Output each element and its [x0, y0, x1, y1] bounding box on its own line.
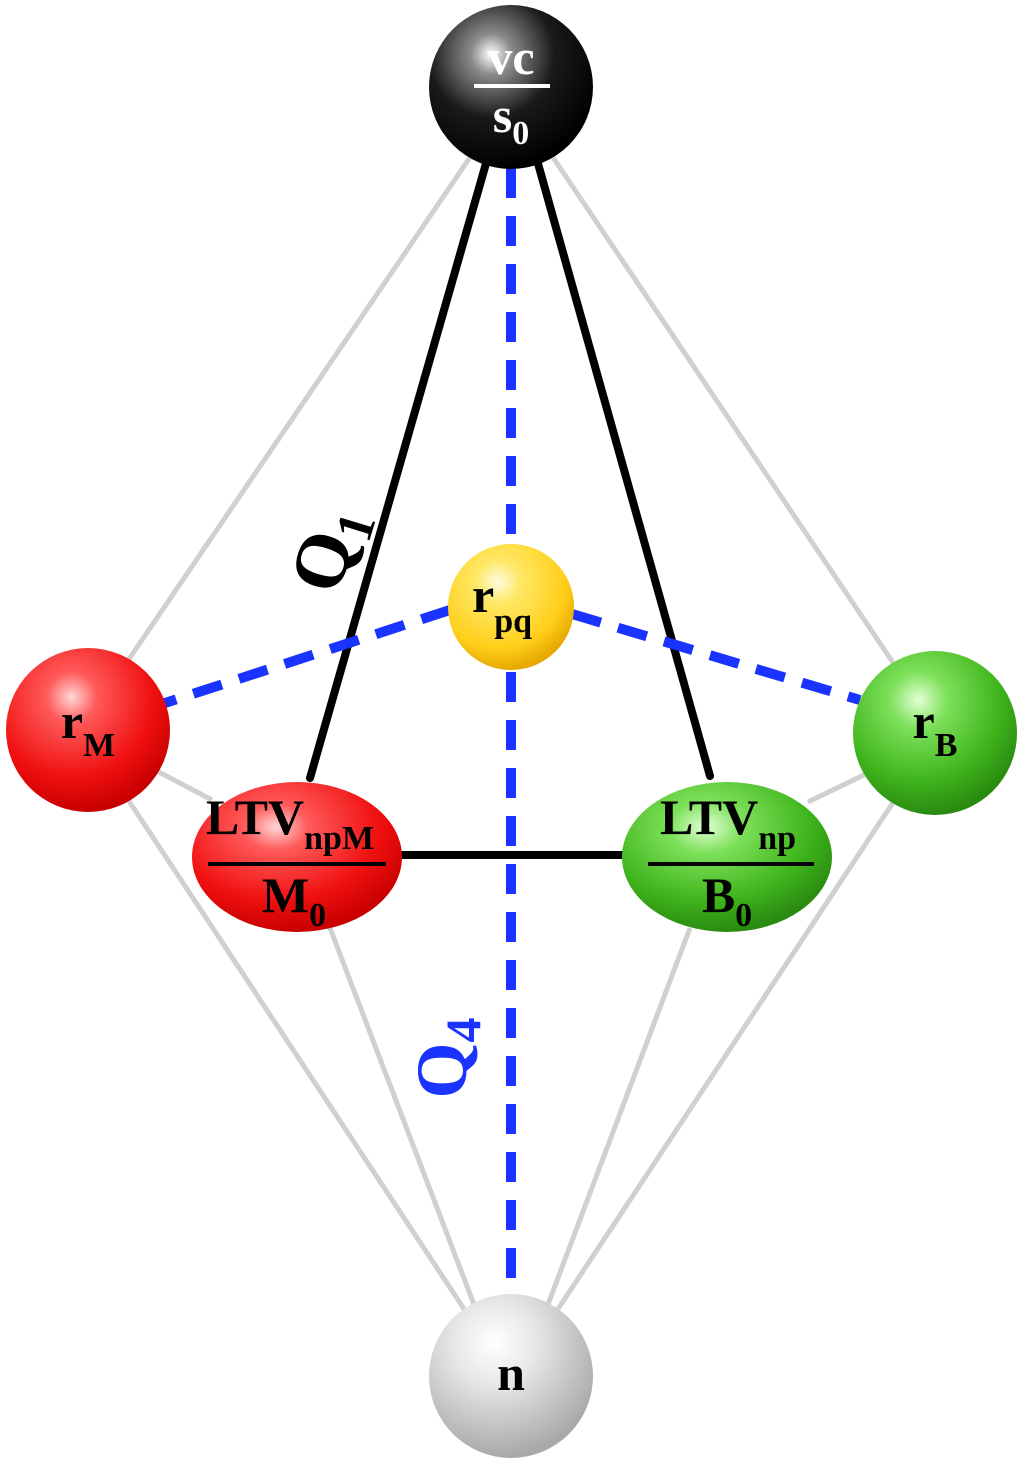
edge-q1-top-to-ltv-left — [306, 156, 491, 782]
edge-rpq-to-rm — [163, 605, 452, 708]
right-ball-main: r — [913, 693, 935, 749]
node-center-rpq: rpq — [448, 544, 574, 670]
left-ball-main: r — [61, 693, 83, 749]
center-main: r — [472, 567, 494, 623]
node-right-rb: rB — [853, 651, 1017, 815]
top-denominator-sub: 0 — [512, 115, 529, 152]
black-edges — [306, 156, 714, 859]
top-denominator-main: s — [493, 87, 512, 143]
right-ball-label: rB — [913, 693, 958, 764]
center-sub: pq — [494, 603, 532, 640]
edge-rpq-to-rb — [570, 609, 862, 705]
edge-label-q4: Q4 — [402, 1017, 491, 1098]
center-label: rpq — [472, 567, 532, 640]
edge-rm-to-bottom — [122, 793, 473, 1320]
top-numerator: vc — [487, 29, 534, 85]
edge-rb-to-ltv-right — [806, 769, 872, 805]
center-ball — [448, 544, 574, 670]
left-ellipse-num-sub: npM — [304, 820, 374, 857]
left-ellipse-num-main: LTV — [206, 789, 304, 845]
node-left-rm: rM — [6, 648, 170, 812]
left-ellipse-den-main: M — [262, 867, 309, 923]
edge-ltv-left-to-bottom — [327, 927, 481, 1316]
right-ellipse-den-sub: 0 — [735, 897, 752, 934]
q4-sub: 4 — [435, 1017, 491, 1042]
top-denominator: s0 — [493, 87, 529, 152]
edge-rb-to-bottom — [549, 793, 901, 1320]
left-ellipse-den-sub: 0 — [309, 897, 326, 934]
right-ellipse-den-main: B — [702, 867, 735, 923]
left-ellipse-denominator: M0 — [262, 867, 326, 934]
right-ellipse-num-sub: np — [758, 820, 796, 857]
q4-main: Q — [402, 1042, 482, 1098]
right-ball — [853, 651, 1017, 815]
bottom-ball — [429, 1294, 593, 1458]
node-ltv-npm-m0: LTVnpM M0 — [192, 782, 402, 934]
edge-top-to-rb — [545, 148, 901, 672]
edge-ltv-right-to-bottom — [541, 927, 693, 1316]
left-ball-label: rM — [61, 693, 115, 764]
edge-top-to-rm — [122, 148, 478, 667]
left-ellipse — [192, 782, 402, 932]
right-ellipse-numerator: LTVnp — [660, 789, 796, 857]
blue-dashed-edges — [163, 168, 862, 1282]
right-ball-sub: B — [935, 727, 958, 764]
gray-edges — [122, 148, 901, 1320]
edge-top-to-ltv-right — [533, 156, 714, 780]
left-ellipse-numerator: LTVnpM — [206, 789, 374, 857]
node-top-vc-s0: vc s0 — [429, 5, 593, 169]
node-bottom-n: n — [429, 1294, 593, 1458]
edge-label-q1: Q1 — [273, 496, 387, 605]
right-ellipse — [622, 782, 832, 932]
right-ellipse-denominator: B0 — [702, 867, 752, 934]
right-ellipse-num-main: LTV — [660, 789, 758, 845]
edge-rm-to-ltv-left — [153, 767, 214, 803]
left-ball — [6, 648, 170, 812]
left-ball-sub: M — [83, 727, 115, 764]
bottom-label: n — [497, 1345, 525, 1401]
node-ltv-np-b0: LTVnp B0 — [622, 782, 832, 934]
